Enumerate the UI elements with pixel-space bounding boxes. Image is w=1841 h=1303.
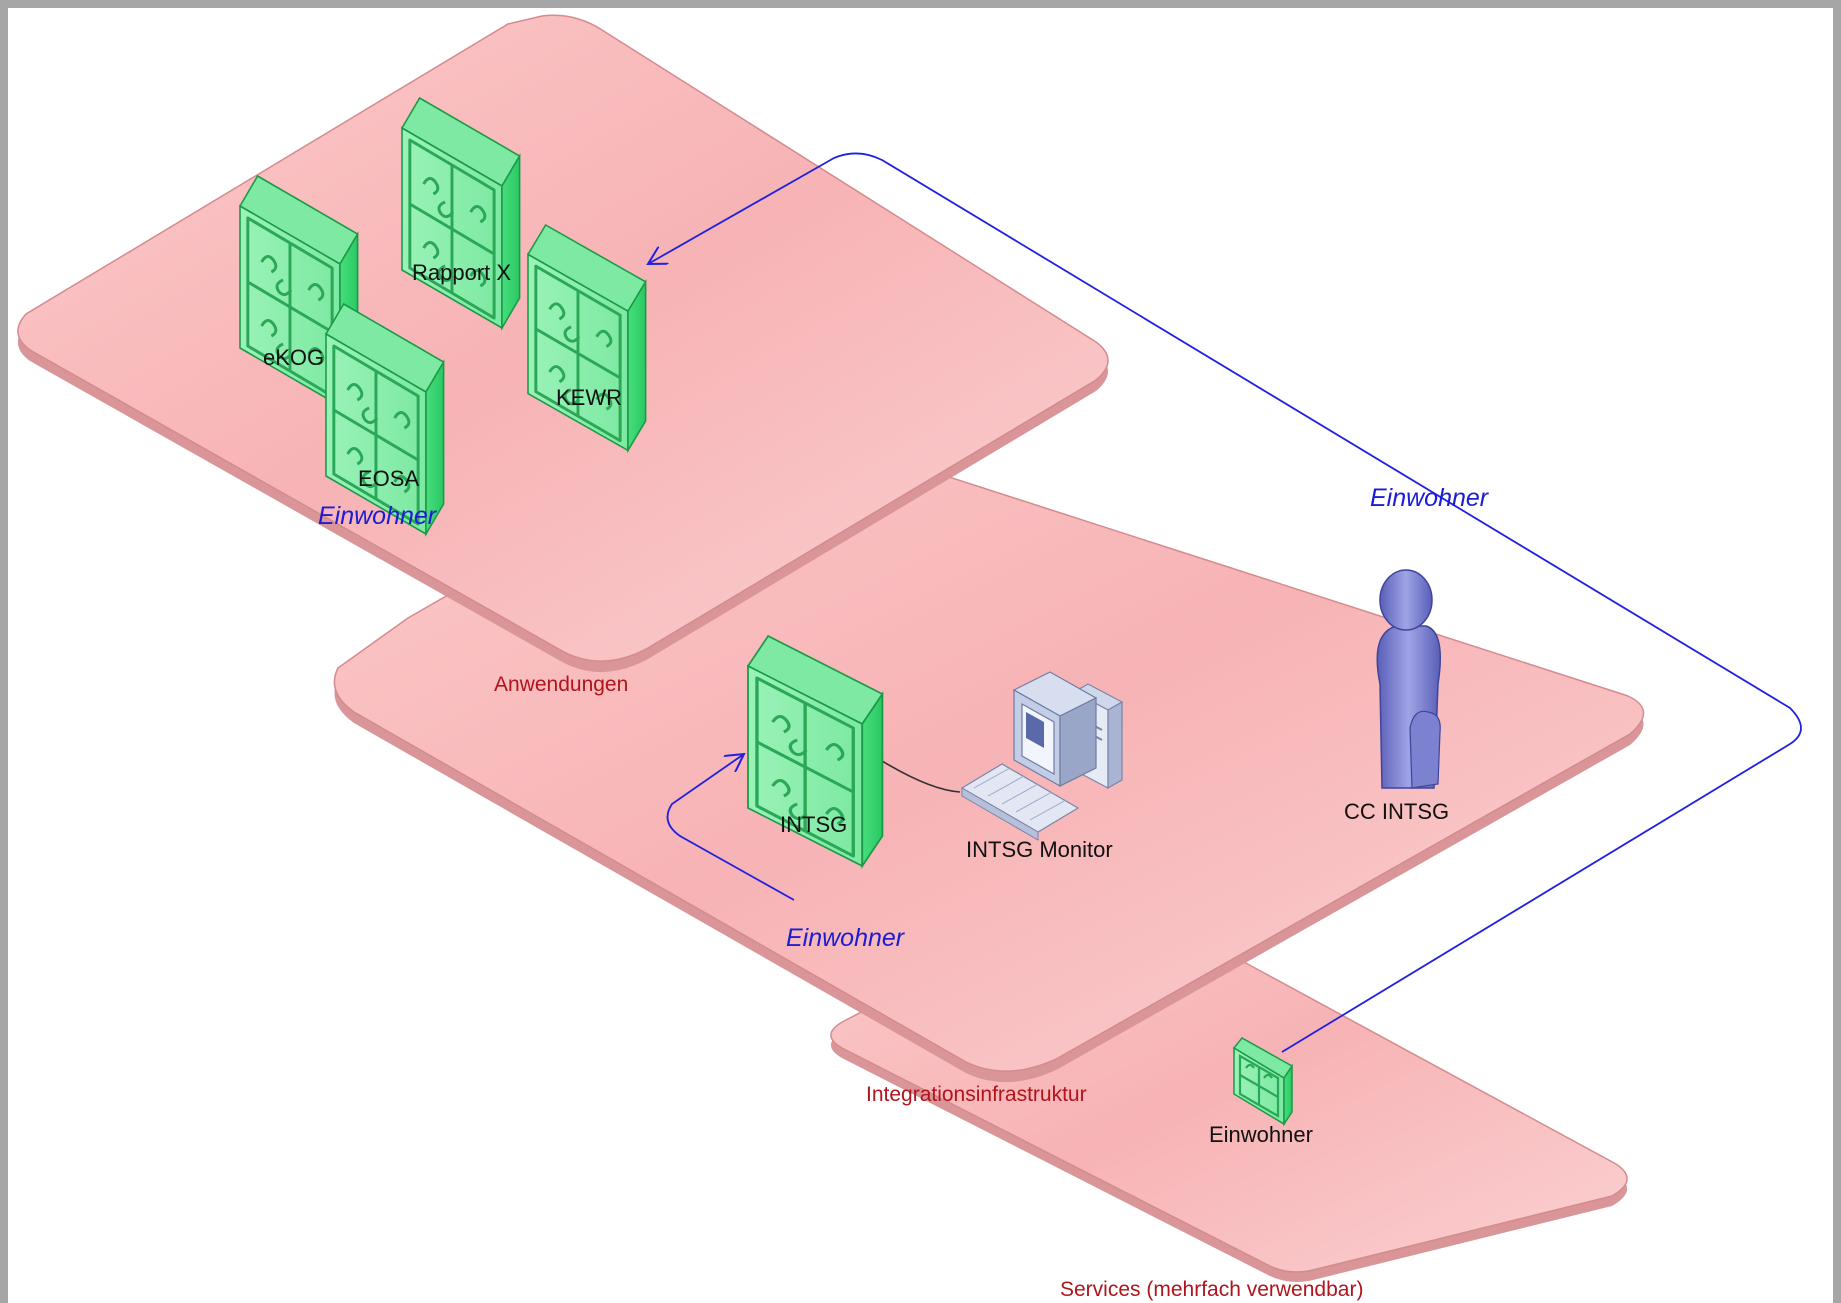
services-layer-label: Services (mehrfach verwendbar)	[1060, 1278, 1363, 1301]
intsg-label: INTSG	[780, 812, 847, 837]
long-flow-label: Einwohner	[1370, 484, 1490, 512]
intsg-monitor-connector	[873, 755, 961, 793]
integration-layer-label: Integrationsinfrastruktur	[866, 1083, 1087, 1106]
ekog-label: eKOG	[263, 345, 324, 370]
einwohner-service-label: Einwohner	[1209, 1122, 1313, 1147]
applications-layer-label: Anwendungen	[494, 673, 628, 696]
eosa-label: EOSA	[358, 466, 419, 491]
intsg-monitor-icon[interactable]	[960, 671, 1124, 841]
diagram-canvas: Anwendungen Integrationsinfrastruktur Se…	[8, 8, 1833, 1303]
einwohner-to-intsg-flow	[666, 754, 795, 901]
einwohner-to-kewr-flow	[648, 152, 1802, 1053]
cc-intsg-label: CC INTSG	[1344, 799, 1449, 824]
applications-flow-label: Einwohner	[318, 502, 438, 530]
rapport-x-label: Rapport X	[412, 260, 511, 285]
intsg-flow-label: Einwohner	[786, 924, 906, 952]
cc-intsg-person-icon[interactable]	[1376, 569, 1441, 789]
architecture-diagram: Anwendungen Integrationsinfrastruktur Se…	[17, 14, 1802, 1301]
intsg-monitor-label: INTSG Monitor	[966, 837, 1113, 862]
kewr-label: KEWR	[556, 385, 622, 410]
